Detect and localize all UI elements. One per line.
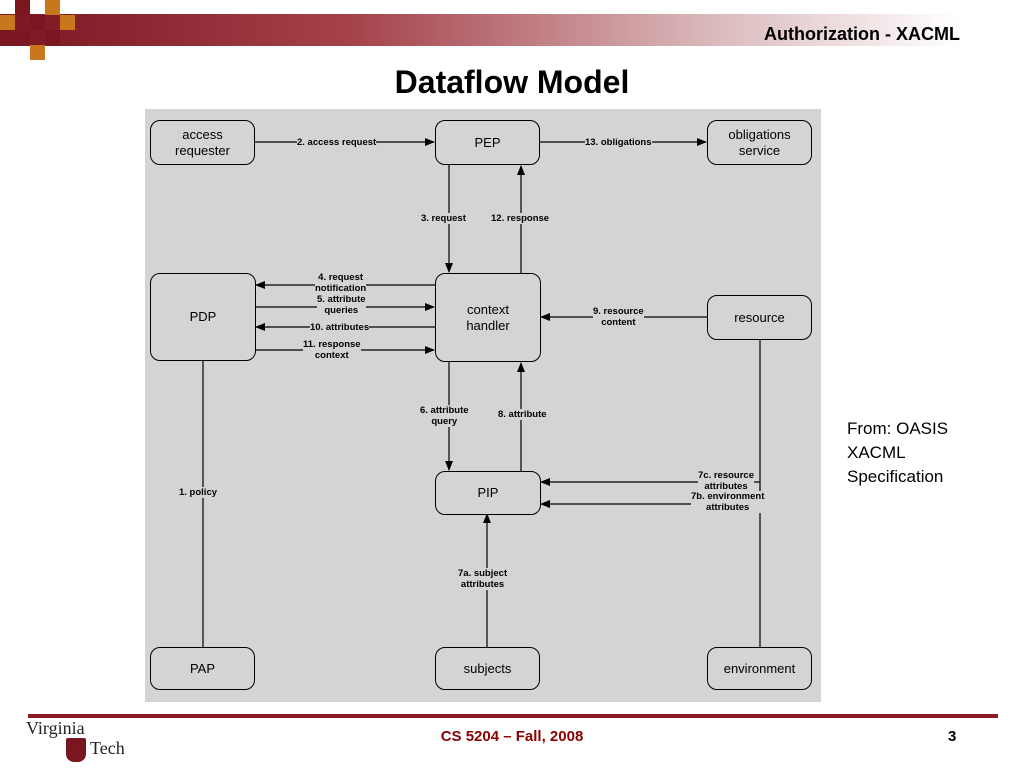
page-number: 3 [948,728,957,745]
label-edge-4: 4. request notification [315,272,367,294]
node-pap: PAP [150,647,255,690]
label-edge-13: 13. obligations [585,137,652,148]
node-environment: environment [707,647,812,690]
node-pep: PEP [435,120,540,165]
logo-text-bottom: Tech [90,738,125,758]
node-access-requester: access requester [150,120,255,165]
label-edge-6: 6. attribute query [420,405,469,427]
logo-text-top: Virginia [26,718,85,738]
node-pdp: PDP [150,273,256,361]
source-note: From: OASIS XACML Specification [847,419,949,486]
node-pip: PIP [435,471,541,515]
corner-decoration [0,0,90,60]
label-edge-10: 10. attributes [310,322,370,333]
footer-course: CS 5204 – Fall, 2008 [440,728,584,745]
label-edge-7a: 7a. subject attributes [458,568,508,590]
label-edge-8: 8. attribute [498,409,547,420]
header-title: Authorization - XACML [764,24,960,44]
header-bar [0,14,1010,46]
footer-rule [28,714,998,718]
slide-title: Dataflow Model [394,64,630,100]
dataflow-diagram: access requester PEP obligations service… [145,109,821,702]
diagram-connectors [202,138,761,647]
node-resource: resource [707,295,812,340]
label-edge-9: 9. resource content [593,306,644,328]
label-edge-7b: 7b. environment attributes [691,491,765,513]
label-edge-12: 12. response [491,213,550,224]
node-subjects: subjects [435,647,540,690]
label-edge-2: 2. access request [297,137,377,148]
label-edge-11: 11. response context [303,339,361,361]
label-edge-7c: 7c. resource attributes [698,470,754,492]
virginia-tech-logo: Virginia Tech [26,718,136,764]
node-context-handler: context handler [435,273,541,362]
label-edge-3: 3. request [421,213,466,224]
label-edge-5: 5. attribute queries [317,294,366,316]
label-edge-1: 1. policy [179,487,218,498]
logo-shield-icon [66,738,86,762]
node-obligations-service: obligations service [707,120,812,165]
